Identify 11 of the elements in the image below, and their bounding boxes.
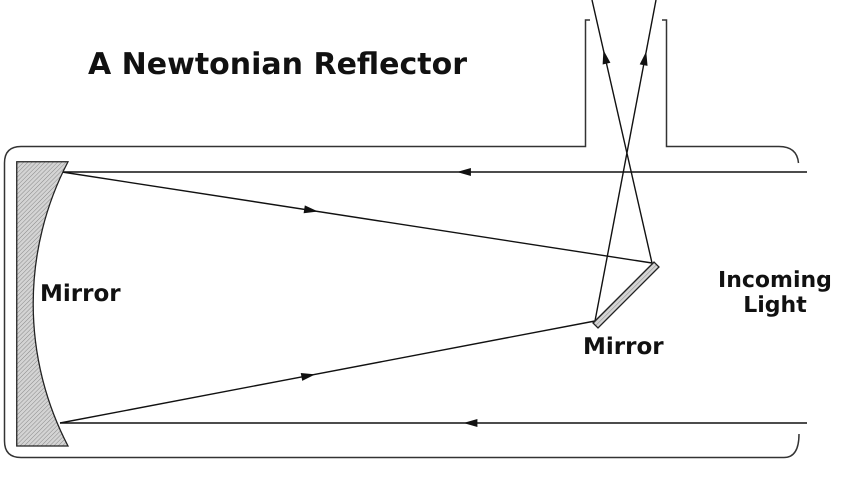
light-ray-arrow [62, 168, 807, 176]
annotation-label: Incoming Light [717, 268, 833, 318]
diagram-title: A Newtonian Reflector [88, 47, 468, 82]
light-ray-arrow [591, 0, 653, 264]
flat-mirror [592, 261, 660, 329]
mirror-label: Mirror [583, 334, 664, 360]
mirror-label: Mirror [40, 281, 121, 307]
light-ray-arrow [60, 419, 807, 427]
light-ray-arrow [60, 320, 596, 424]
light-ray-arrow [594, 0, 657, 322]
light-ray-arrow [62, 171, 652, 264]
